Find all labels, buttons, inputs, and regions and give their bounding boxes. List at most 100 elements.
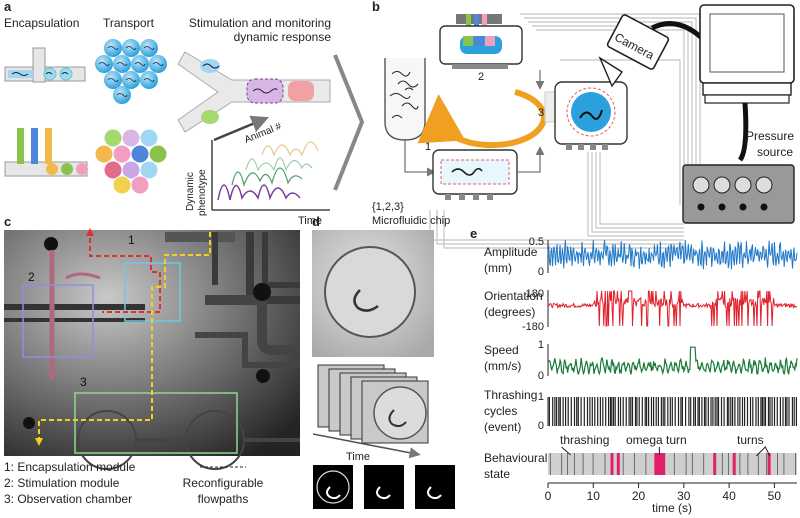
state-background — [548, 453, 797, 475]
panel-label-a: a — [4, 0, 12, 14]
thrashing-label-2: cycles — [484, 404, 517, 418]
speed-tick-bottom: 0 — [538, 370, 544, 382]
worm — [116, 62, 128, 66]
worm — [116, 93, 128, 97]
amp-tick-top: 0.5 — [529, 236, 544, 248]
time-label-a: Time — [298, 215, 322, 227]
droplet — [139, 128, 159, 148]
module-number-3: 3 — [80, 375, 87, 389]
droplet — [95, 55, 113, 73]
chip-set-label: {1,2,3} — [372, 201, 404, 213]
computer-monitor — [699, 4, 795, 162]
yellow-flowpath — [35, 232, 211, 446]
pressure-label-1: Pressure — [746, 129, 794, 143]
amplitude-unit: (mm) — [484, 261, 512, 275]
worm — [134, 62, 146, 66]
amplitude-trace — [547, 239, 798, 270]
droplet — [104, 71, 122, 89]
transport-colored-cluster — [94, 128, 168, 195]
droplet — [122, 71, 140, 89]
behavioural-state-bar — [548, 446, 797, 475]
chip-number-2: 2 — [478, 71, 484, 83]
stack-chamber — [373, 386, 427, 440]
thrash-tick-top: 1 — [538, 391, 544, 403]
cycle-arrow — [417, 89, 547, 149]
omega-turn-mark — [713, 453, 717, 475]
legend-observation: 3: Observation chamber — [4, 492, 132, 506]
stimulation-heading-line2: dynamic response — [234, 30, 332, 44]
x-tick-label: 10 — [587, 489, 601, 503]
panel-label-d: d — [312, 214, 320, 229]
time-label-d: Time — [346, 451, 370, 463]
module-number-1: 1 — [128, 233, 135, 247]
speed-tick-top: 1 — [538, 339, 544, 351]
droplet — [112, 144, 132, 164]
chamber-image-stack — [317, 364, 429, 444]
transport-droplet-cluster — [95, 39, 167, 104]
orientation-trace — [547, 290, 798, 327]
worm — [125, 78, 137, 82]
worm — [125, 46, 137, 50]
droplet — [121, 128, 141, 148]
droplet — [103, 128, 123, 148]
stimulation-y-channel — [177, 51, 331, 133]
x-axis-label: time (s) — [652, 501, 692, 515]
droplet — [140, 39, 158, 57]
annotation-omega-turn: omega turn — [626, 433, 687, 447]
amp-tick-bottom: 0 — [538, 266, 544, 278]
x-tick-label: 0 — [545, 489, 552, 503]
omega-turn-mark — [610, 453, 614, 475]
droplet — [130, 175, 150, 195]
encapsulation-junction-top — [4, 47, 86, 83]
x-tick-label: 40 — [722, 489, 736, 503]
omega-turn-block — [654, 453, 665, 475]
chip-1-encapsulation — [432, 149, 518, 200]
panel-e-axes — [547, 240, 797, 484]
chip-3-observation — [544, 81, 628, 150]
droplet — [104, 39, 122, 57]
thresholded-frames — [313, 465, 455, 509]
pressure-label-2: source — [757, 145, 793, 159]
chip-number-1: 1 — [425, 141, 431, 153]
x-tick-label: 20 — [632, 489, 646, 503]
worm — [143, 46, 155, 50]
worm-culture-tube — [384, 58, 426, 141]
module-number-2: 2 — [28, 270, 35, 284]
panel-label-b: b — [372, 0, 380, 14]
stack-worm — [388, 409, 407, 428]
chamber-image-large — [312, 230, 434, 357]
ori-tick-top: 180 — [526, 288, 544, 300]
stimulation-heading-line1: Stimulation and monitoring — [189, 16, 331, 30]
droplet — [94, 144, 114, 164]
behaviour-label-2: state — [484, 467, 510, 481]
camera-icon — [598, 14, 710, 88]
legend-stimulation: 2: Stimulation module — [4, 476, 120, 490]
worm — [98, 62, 110, 66]
annotation-turns: turns — [737, 433, 764, 447]
flow-arrow-tube — [404, 140, 436, 177]
pressure-source-box — [682, 164, 795, 224]
transport-heading: Transport — [103, 16, 155, 30]
microfluidic-chip-label: Microfluidic chip — [372, 215, 450, 227]
worm — [107, 46, 119, 50]
time-arrow-d — [312, 433, 421, 459]
thrashing-label: Thrashing — [484, 388, 537, 402]
annotation-pointer — [561, 446, 571, 456]
flow-arrow-to-observation — [517, 146, 545, 173]
droplet — [122, 39, 140, 57]
annotation-pointer — [755, 446, 771, 457]
behaviour-label: Behavioural — [484, 451, 547, 465]
chip-2-stimulation — [439, 14, 523, 69]
flowpath-legend-2: flowpaths — [198, 492, 249, 506]
amplitude-label: Amplitude — [484, 245, 538, 259]
panel-label-c: c — [4, 214, 11, 229]
droplet — [130, 144, 150, 164]
omega-turn-mark — [616, 453, 620, 475]
flowpath-legend-1: Reconfigurable — [183, 476, 264, 490]
worm — [107, 78, 119, 82]
thrash-tick-bottom: 0 — [538, 420, 544, 432]
droplet — [140, 71, 158, 89]
thrashing-events — [548, 397, 798, 426]
orientation-label: Orientation — [484, 289, 543, 303]
encapsulation-junction-bottom — [4, 128, 88, 177]
